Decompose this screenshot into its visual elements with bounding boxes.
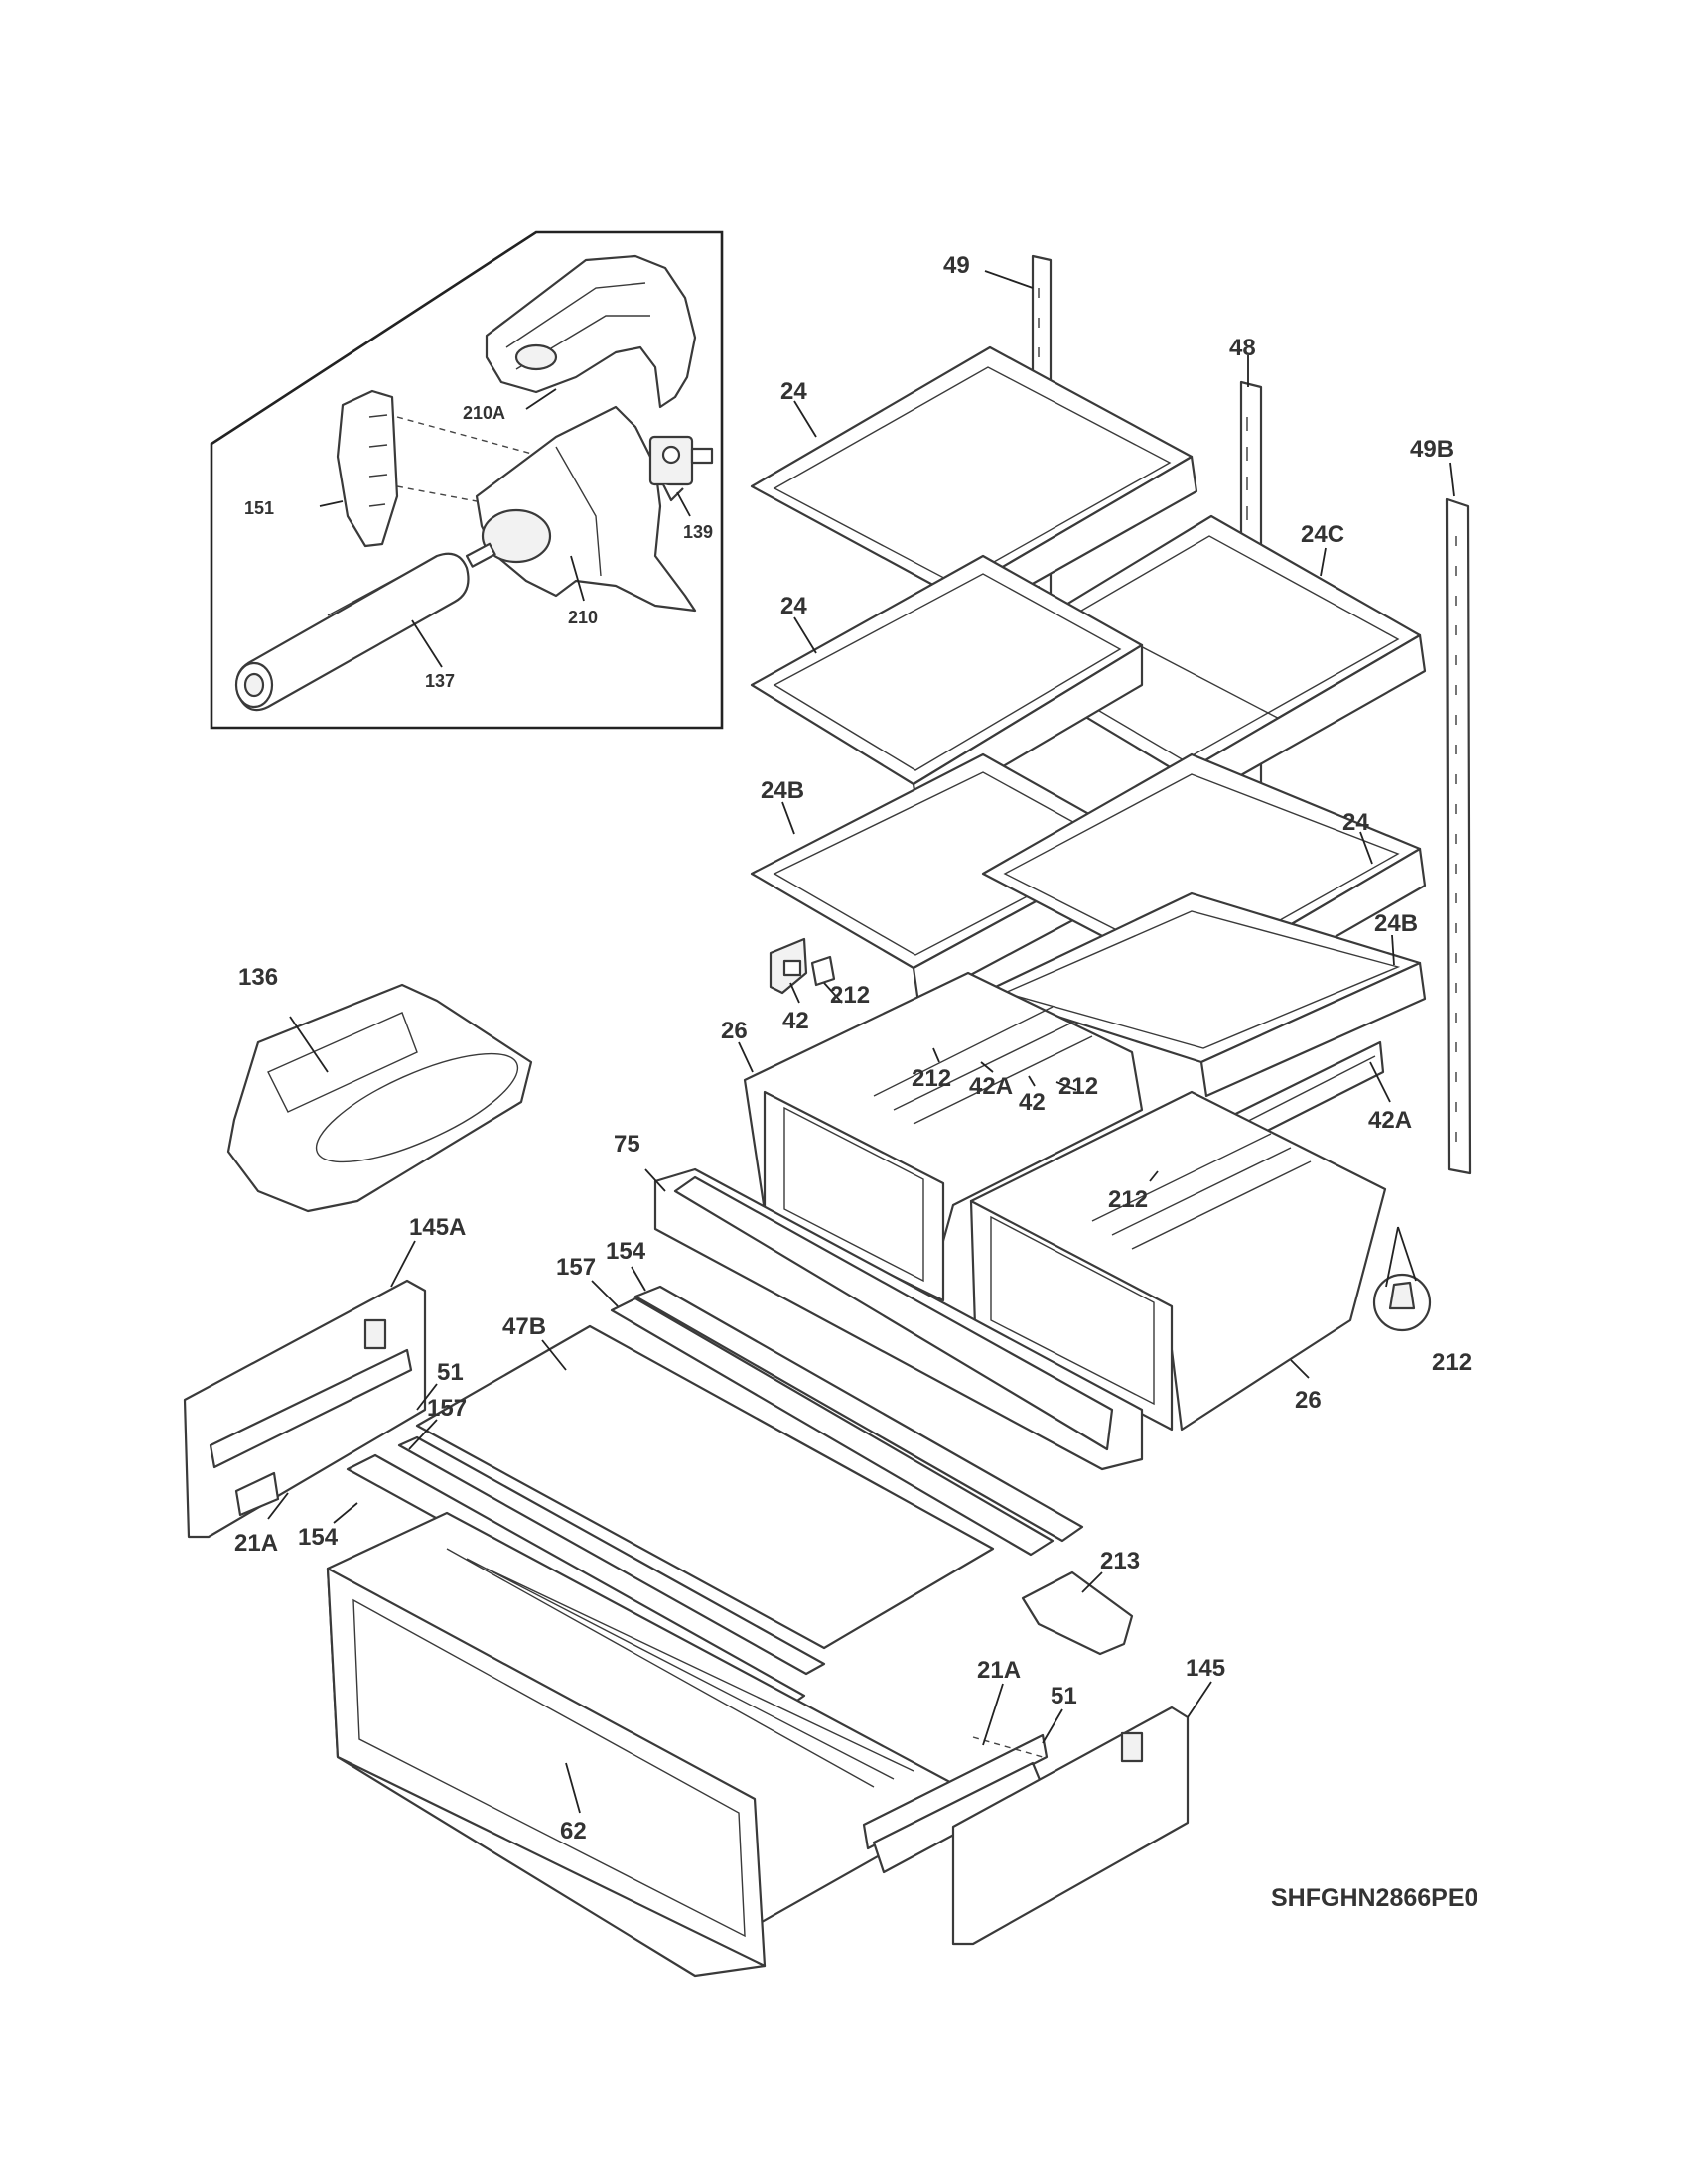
- part-26-crisper-right: [969, 1090, 1387, 1432]
- callout-21a-right: 21A: [977, 1657, 1021, 1684]
- part-21a-rail-left: [234, 1471, 280, 1517]
- callout-212-mid-2: 212: [1058, 1073, 1098, 1100]
- callout-24-mid: 24: [780, 593, 807, 619]
- callout-212-mid-1: 212: [912, 1065, 951, 1092]
- part-154-trim-top: [633, 1285, 1084, 1543]
- part-26-crisper-left: [743, 971, 1144, 1302]
- callout-62: 62: [560, 1818, 587, 1844]
- callout-154-left: 154: [298, 1524, 339, 1551]
- callout-42-left: 42: [782, 1008, 809, 1034]
- callout-139: 139: [683, 522, 713, 542]
- callout-24-top: 24: [780, 378, 807, 405]
- inset-frame: [210, 230, 724, 730]
- part-47b-glass-cover: [415, 1324, 995, 1650]
- callout-157-top: 157: [556, 1254, 596, 1281]
- callout-labels: 210A 151 139 210 137 49 48 49B 24 24C 24…: [234, 252, 1477, 1912]
- callout-42a-mid: 42A: [969, 1073, 1013, 1100]
- part-62-deli-drawer: [326, 1511, 961, 1978]
- part-49b-rail-right: [1445, 497, 1472, 1175]
- callout-154-top: 154: [606, 1238, 646, 1265]
- callout-26-left: 26: [721, 1018, 748, 1044]
- part-75-crisper-cover-frame: [653, 1167, 1144, 1471]
- callout-137: 137: [425, 671, 455, 691]
- callout-213: 213: [1100, 1548, 1140, 1574]
- callout-75: 75: [614, 1131, 640, 1158]
- callout-145a: 145A: [409, 1214, 466, 1241]
- diagram-id: SHFGHN2866PE0: [1271, 1884, 1477, 1912]
- callout-157-left: 157: [427, 1395, 467, 1422]
- part-42-bracket-left: [769, 937, 808, 995]
- part-212-clip-left: [810, 955, 836, 987]
- callout-47b: 47B: [502, 1313, 546, 1340]
- callout-42-mid: 42: [1019, 1089, 1046, 1116]
- callout-212-left: 212: [830, 982, 870, 1009]
- callout-51-right: 51: [1051, 1683, 1077, 1709]
- part-24b-shelf-low-right: [981, 891, 1427, 1098]
- callout-24c: 24C: [1301, 521, 1344, 548]
- part-145-slide-cover-right: [951, 1706, 1190, 1946]
- part-157-trim-left: [397, 1435, 826, 1676]
- water-filter-inset: [210, 230, 724, 730]
- callout-49b: 49B: [1410, 436, 1454, 463]
- callout-151: 151: [244, 498, 274, 518]
- part-137-filter-cartridge: [234, 542, 496, 712]
- part-213-drawer-stop: [1021, 1570, 1134, 1656]
- callout-21a-left: 21A: [234, 1530, 278, 1557]
- callout-26-right: 26: [1295, 1387, 1322, 1414]
- callout-145: 145: [1186, 1655, 1225, 1682]
- callout-24-right: 24: [1342, 809, 1369, 836]
- part-210a-housing-cover: [485, 254, 697, 409]
- part-212-clip-right-2: [1372, 1273, 1432, 1332]
- callout-212-right-1: 212: [1108, 1186, 1148, 1213]
- part-210-filter-head: [475, 405, 697, 613]
- part-151-bypass-cap: [336, 389, 617, 548]
- callout-24b-left: 24B: [761, 777, 804, 804]
- part-51-slide-right: [862, 1733, 1049, 1850]
- callout-48: 48: [1229, 335, 1256, 361]
- callout-42a-right: 42A: [1368, 1107, 1412, 1134]
- callout-49: 49: [943, 252, 970, 279]
- callout-24b-right: 24B: [1374, 910, 1418, 937]
- leader-lines: [267, 270, 1455, 1814]
- part-139-valve: [648, 435, 714, 502]
- callout-210a: 210A: [463, 403, 505, 423]
- callout-210: 210: [568, 608, 598, 627]
- callout-51-left: 51: [437, 1359, 464, 1386]
- part-157-trim-top: [610, 1297, 1055, 1557]
- callout-136: 136: [238, 964, 278, 991]
- callout-212-right-2: 212: [1432, 1349, 1472, 1376]
- part-136-handle: [226, 983, 533, 1213]
- part-51-slide-left: [209, 1348, 413, 1469]
